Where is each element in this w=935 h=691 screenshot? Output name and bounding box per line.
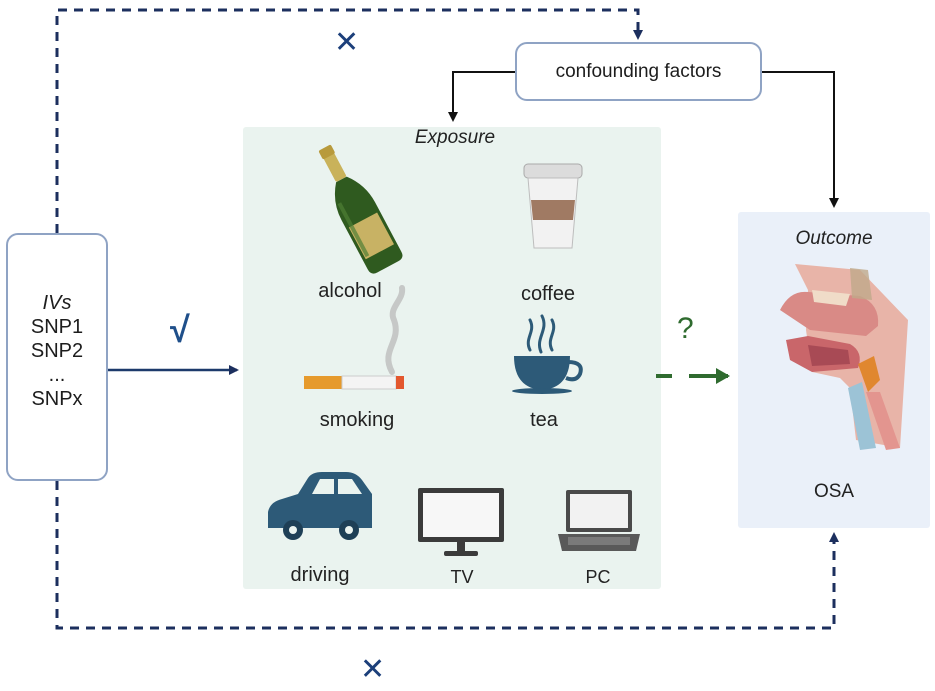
car-icon bbox=[268, 472, 372, 540]
confounding-factors-label: confounding factors bbox=[555, 60, 722, 82]
laptop-icon bbox=[558, 490, 640, 551]
coffee-label: coffee bbox=[520, 283, 576, 305]
exposure-title: Exposure bbox=[414, 127, 496, 148]
pc-label: PC bbox=[585, 567, 611, 587]
confounding-factors-box: confounding factors bbox=[515, 42, 762, 101]
smoking-label: smoking bbox=[319, 409, 395, 431]
ivs-to-osa-dashed-path bbox=[55, 481, 839, 630]
tv-monitor-icon bbox=[418, 488, 504, 556]
osa-label: OSA bbox=[813, 481, 855, 502]
coffee-cup-icon bbox=[523, 163, 583, 249]
ivs-title: IVs bbox=[42, 292, 72, 314]
ivs-to-confounders-dashed-path bbox=[55, 8, 643, 233]
driving-label: driving bbox=[290, 564, 350, 586]
alcohol-label: alcohol bbox=[318, 280, 382, 302]
snp-item: SNP2 bbox=[30, 340, 84, 362]
wine-bottle-icon bbox=[319, 145, 403, 274]
confounders-to-exposure-arrow bbox=[448, 71, 515, 122]
top-cross-mark: ✕ bbox=[334, 26, 360, 59]
bottom-cross-mark: ✕ bbox=[360, 653, 386, 686]
snp-item: SNP1 bbox=[30, 316, 84, 338]
tea-cup-icon bbox=[512, 314, 583, 394]
snp-item: ... bbox=[48, 364, 66, 386]
question-mark: ? bbox=[677, 312, 694, 345]
confounders-to-outcome-arrow bbox=[762, 71, 839, 208]
tv-label: TV bbox=[450, 567, 474, 587]
snp-item: SNPx bbox=[31, 388, 83, 410]
cigarette-icon bbox=[304, 285, 406, 390]
head-anatomy-icon bbox=[780, 264, 908, 450]
ivs-box bbox=[6, 233, 108, 481]
ivs-content: IVs SNP1 SNP2 ... SNPx bbox=[6, 291, 108, 411]
tea-label: tea bbox=[530, 409, 558, 431]
check-mark: √ bbox=[170, 309, 190, 350]
outcome-title: Outcome bbox=[795, 228, 873, 249]
